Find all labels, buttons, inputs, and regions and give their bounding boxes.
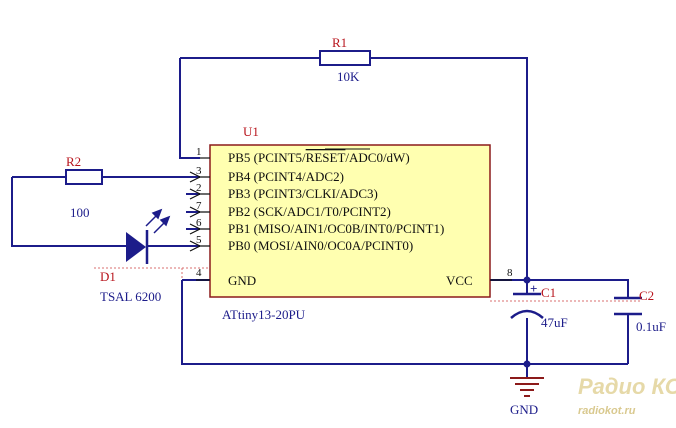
r1-value: 10K [337, 69, 360, 84]
c1-value: 47uF [541, 315, 568, 330]
emission-arrows-icon [145, 208, 171, 234]
u1-part: ATtiny13-20PU [222, 307, 306, 322]
watermark-logo: Радио КОТ [578, 374, 676, 399]
pin-numbers: 1 3 2 7 6 5 4 8 [196, 146, 513, 279]
pin-number: 3 [196, 165, 202, 177]
junction-vcc [523, 276, 531, 284]
pin-label-vcc: VCC [446, 273, 473, 288]
junction-gnd [523, 360, 531, 368]
r2-designator: R2 [66, 154, 81, 169]
pin-number: 1 [196, 146, 202, 158]
pin-number: 8 [507, 267, 513, 279]
ic-u1[interactable] [209, 144, 491, 298]
wires [11, 57, 629, 378]
r1-designator: R1 [332, 35, 347, 50]
d1-designator: D1 [100, 269, 116, 284]
pin-number: 7 [196, 200, 202, 212]
c1-polarity: + [530, 281, 537, 296]
capacitor-c1[interactable] [510, 292, 544, 319]
pin-label-gnd: GND [228, 273, 256, 288]
pin-label: PB0 (MOSI/AIN0/OC0A/PCINT0) [228, 238, 413, 253]
pin-label: PB1 (MISO/AIN1/OC0B/INT0/PCINT1) [228, 221, 444, 236]
ground-symbol-icon [510, 377, 544, 397]
gnd-label: GND [510, 402, 538, 417]
resistor-r1[interactable] [319, 50, 371, 66]
u1-designator: U1 [243, 124, 259, 139]
pin-label: PB3 (PCINT3/CLKI/ADC3) [228, 186, 378, 201]
c1-designator: C1 [541, 285, 556, 300]
pin-label: PB4 (PCINT4/ADC2) [228, 169, 344, 184]
capacitor-c2[interactable] [614, 296, 642, 316]
pin-number: 4 [196, 267, 202, 279]
d1-value: TSAL 6200 [100, 289, 161, 304]
resistor-r2[interactable] [65, 169, 103, 185]
c2-designator: C2 [639, 288, 654, 303]
pin-label: PB2 (SCK/ADC1/T0/PCINT2) [228, 204, 391, 219]
diode-d1[interactable] [126, 208, 171, 264]
r2-value: 100 [70, 205, 90, 220]
pin-number: 2 [196, 182, 202, 194]
pin-number: 5 [196, 234, 202, 246]
pin-label: PB5 (PCINT5/RESET/ADC0/dW) [228, 150, 410, 165]
pin-number: 6 [196, 217, 202, 229]
watermark-site: radiokot.ru [578, 405, 636, 417]
c2-value: 0.1uF [636, 319, 666, 334]
pin-labels: PB5 (PCINT5/RESET/ADC0/dW) PB4 (PCINT4/A… [228, 148, 473, 288]
pin-stubs [189, 157, 512, 281]
